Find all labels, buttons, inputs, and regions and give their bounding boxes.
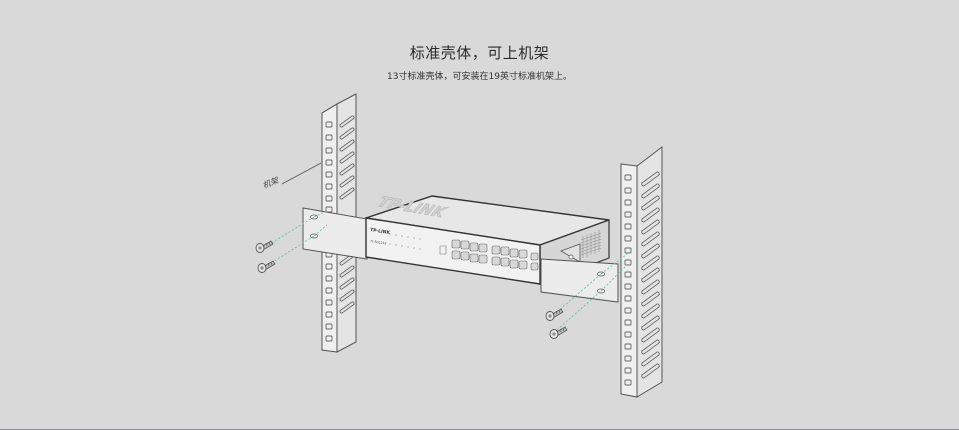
screw-icon <box>545 308 564 321</box>
left-rail-slots <box>339 115 355 314</box>
page-title: 标准壳体，可上机架 <box>409 44 550 62</box>
screw-icon <box>257 260 276 273</box>
vent-grille <box>580 230 602 258</box>
right-mounting-bracket <box>540 243 619 303</box>
ethernet-ports <box>451 239 539 271</box>
right-rail-holes <box>624 174 632 386</box>
status-leds <box>389 233 421 250</box>
switch-model: TL-SG1218 <box>369 239 387 246</box>
sfp-port <box>439 245 447 255</box>
page-subtitle: 13寸标准壳体，可安装在19英寸标准机架上。 <box>387 72 572 82</box>
right-rack-rail <box>620 145 663 398</box>
rack-label-leader <box>281 162 322 185</box>
screw-guide-lines <box>267 210 628 331</box>
right-rail-slots <box>641 171 660 379</box>
left-mounting-bracket <box>302 207 368 260</box>
switch-front-logo: TP-LINK <box>370 227 391 236</box>
screw-icon <box>255 240 274 253</box>
left-rail-holes <box>325 121 333 342</box>
